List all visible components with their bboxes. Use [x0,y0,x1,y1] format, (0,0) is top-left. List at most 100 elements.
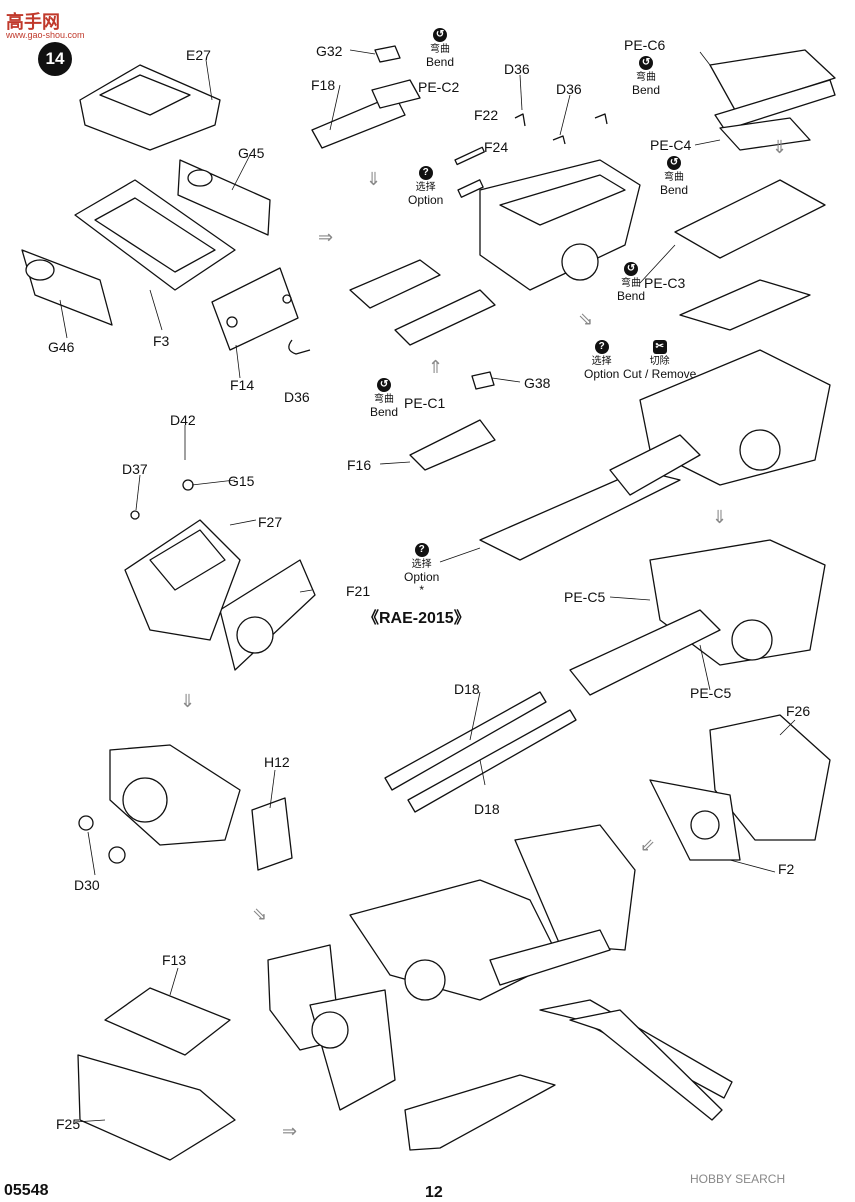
label-d36-upper-a: D36 [504,61,530,77]
label-pe-c5-upper: PE-C5 [564,589,606,605]
label-pe-c5-lower: PE-C5 [690,685,732,701]
part-f25 [77,1054,236,1161]
model-code: 05548 [4,1182,49,1199]
note-bend-pe-c2: ↺ 弯曲 Bend [426,28,455,69]
part-f2 [649,779,741,861]
part-d30a [78,815,94,831]
part-d30b [108,846,126,864]
label-f18: F18 [311,77,336,93]
bend-icon: ↺ [433,28,448,42]
gun-mount-main [479,349,831,561]
down-arrow-icon: ⇓ [180,691,196,711]
part-f3 [74,179,236,291]
note-bend-pe-c1: ↺ 弯曲 Bend [370,378,399,419]
label-d18-upper: D18 [454,681,480,697]
bend-icon: ↺ [624,262,639,276]
part-f24 [457,179,484,198]
hobby-search-watermark: HOBBY SEARCH [690,1172,786,1186]
bend-icon: ↺ [639,56,654,70]
part-d18-barrels [384,691,577,813]
label-d42: D42 [170,412,196,428]
label-g38: G38 [524,375,551,391]
part-g15 [182,479,194,491]
page-number: 12 [425,1184,443,1201]
part-f21 [219,559,316,671]
label-f22: F22 [474,107,499,123]
part-f27-body [124,519,241,641]
part-f16 [409,419,496,471]
gun-barrels-upper [349,259,496,346]
brand-logo: 高手网 [6,12,60,32]
part-h12-housing [109,744,241,846]
label-f24: F24 [484,139,509,155]
option-icon: ? [418,166,433,180]
part-g38 [471,371,495,390]
brand-url: www.gao-shou.com [6,30,85,40]
step-number-badge: 14 [38,42,72,76]
part-d36-clip [288,339,311,355]
label-pe-c3: PE-C3 [644,275,686,291]
note-option-center: ? 选择 Option * [404,543,440,598]
part-f22 [454,146,485,166]
part-pe-c4 [719,117,811,151]
part-g46 [21,249,113,326]
label-pe-c6: PE-C6 [624,37,666,53]
part-g45 [177,159,271,236]
label-e27: E27 [186,47,211,63]
part-f18 [311,79,421,149]
label-f21: F21 [346,583,371,599]
label-d36-left: D36 [284,389,310,405]
part-f14 [211,267,299,351]
down-arrow-icon: ⇓ [366,169,382,189]
label-d36-upper-b: D36 [556,81,582,97]
label-f27: F27 [258,514,283,530]
part-d36-brackets [514,113,608,145]
label-d30: D30 [74,877,100,893]
label-h12: H12 [264,754,290,770]
up-arrow-icon: ⇑ [428,357,444,377]
label-f3: F3 [153,333,170,349]
part-g32 [374,45,401,63]
part-e27 [79,64,221,151]
label-pe-c2: PE-C2 [418,79,460,95]
diagonal-arrow-icon: ⇙ [640,835,656,855]
cut-icon: ✂ [652,340,667,354]
label-f25: F25 [56,1116,81,1132]
label-f2: F2 [778,861,795,877]
note-option-right: ? 选择 Option [584,340,620,381]
note-bend-pe-c3: ↺ 弯曲 Bend [617,262,646,303]
diagonal-arrow-icon: ⇘ [578,309,594,329]
label-pe-c4: PE-C4 [650,137,692,153]
final-assembly [267,824,733,1151]
diagonal-arrow-icon: ⇘ [252,904,268,924]
label-g32: G32 [316,43,343,59]
part-f13 [104,987,231,1056]
part-pe-c3 [674,179,826,331]
part-pe-c6 [709,49,836,131]
leader-lines [59,49,796,1123]
label-d18-lower: D18 [474,801,500,817]
label-g15: G15 [228,473,255,489]
label-g45: G45 [238,145,265,161]
bend-icon: ↺ [377,378,392,392]
down-arrow-icon: ⇓ [712,507,728,527]
bend-icon: ↺ [667,156,682,170]
rae-reference: 《RAE-2015》 [363,610,470,627]
note-cut-remove: ✂ 切除 Cut / Remove [623,340,697,381]
note-bend-pe-c6: ↺ 弯曲 Bend [632,56,661,97]
label-f14: F14 [230,377,255,393]
label-pe-c1: PE-C1 [404,395,446,411]
label-g46: G46 [48,339,75,355]
option-icon: ? [414,543,429,557]
note-option-upper: ? 选择 Option [408,166,444,207]
note-bend-pe-c4: ↺ 弯曲 Bend [660,156,689,197]
label-f13: F13 [162,952,187,968]
gun-mount-upper [479,159,641,291]
gun-mount-lower [569,539,826,696]
option-icon: ? [594,340,609,354]
part-d37 [130,510,140,520]
part-f26 [709,714,831,841]
right-arrow-icon: ⇒ [318,227,334,247]
down-arrow-icon: ⇓ [772,137,788,157]
